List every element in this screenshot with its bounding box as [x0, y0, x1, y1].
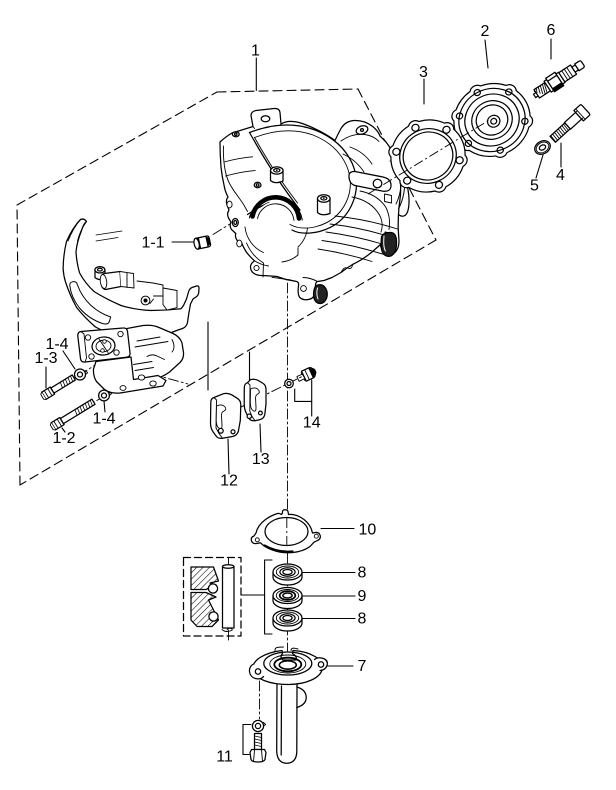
svg-text:3: 3 — [419, 64, 428, 81]
svg-text:9: 9 — [358, 588, 367, 605]
svg-text:1: 1 — [251, 43, 260, 60]
svg-text:12: 12 — [220, 473, 238, 490]
svg-text:11: 11 — [216, 749, 233, 766]
svg-text:1-2: 1-2 — [52, 430, 75, 447]
svg-text:6: 6 — [547, 22, 556, 39]
svg-text:1-1: 1-1 — [141, 235, 164, 252]
svg-text:7: 7 — [358, 658, 367, 675]
svg-text:1-4: 1-4 — [45, 336, 68, 353]
svg-text:10: 10 — [359, 522, 377, 539]
svg-text:8: 8 — [358, 611, 367, 628]
svg-text:13: 13 — [252, 451, 270, 468]
svg-text:14: 14 — [303, 415, 321, 432]
svg-text:5: 5 — [530, 178, 539, 195]
svg-text:1-4: 1-4 — [92, 411, 115, 428]
svg-text:1-3: 1-3 — [34, 350, 57, 367]
svg-text:2: 2 — [481, 23, 490, 40]
svg-text:8: 8 — [358, 565, 367, 582]
svg-text:4: 4 — [556, 167, 565, 184]
